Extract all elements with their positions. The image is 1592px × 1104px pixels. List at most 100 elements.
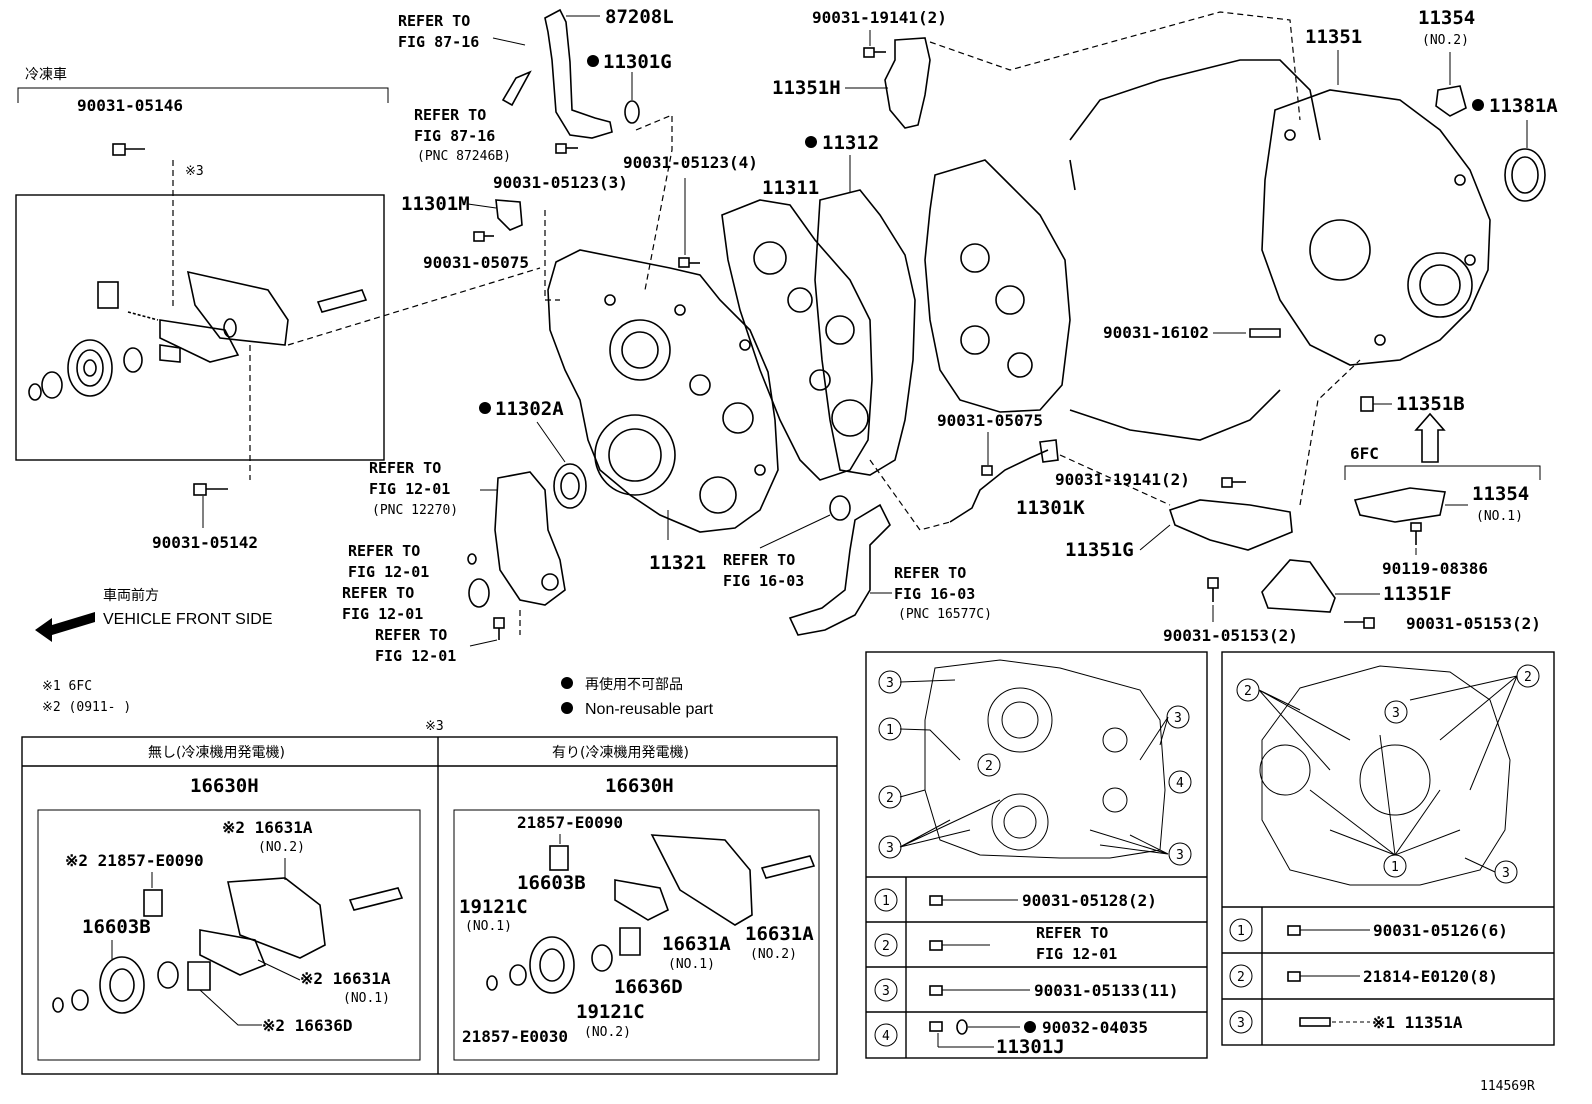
row-number: 2 <box>882 939 890 954</box>
part-87208L: 87208L <box>605 6 674 28</box>
refer-label: REFER TO <box>414 106 486 124</box>
non-reusable-dot <box>561 702 573 714</box>
bolt-icon <box>1207 577 1219 602</box>
bracket-icon <box>1168 499 1293 551</box>
part-19121C-no2-sub: (NO.2) <box>584 1025 631 1040</box>
refer-label: FIG 12-01 <box>342 605 423 623</box>
part-11351H: 11351H <box>772 77 841 99</box>
callout-number: 1 <box>1391 860 1399 875</box>
part-21857-E0090-b: 21857-E0090 <box>517 813 623 832</box>
part-11302A: 11302A <box>495 398 564 420</box>
pulley-icon <box>529 936 575 994</box>
part-19121C-no2: 19121C <box>576 1001 645 1023</box>
refer-label: REFER TO <box>894 564 966 582</box>
bolt-icon <box>473 231 494 242</box>
row-part: 90031-05128(2) <box>1022 891 1157 910</box>
group-bracket <box>1344 465 1541 480</box>
callout-number: 3 <box>886 676 894 691</box>
part-90031-05142: 90031-05142 <box>152 533 258 552</box>
part-16636D: ※2 16636D <box>262 1016 352 1035</box>
row-part: FIG 12-01 <box>1036 945 1117 963</box>
sensor-wire-icon <box>949 449 1049 523</box>
row-number-3 <box>874 978 898 1002</box>
front-cover-group: 11302A REFER TO FIG 12-01 (PNC 12270) RE… <box>342 398 587 665</box>
row-part: 90032-04035 <box>1042 1018 1148 1037</box>
note-3-marker-bottom: ※3 <box>425 719 444 734</box>
arrow-up-icon <box>1414 412 1446 463</box>
vehicle-front-en: VEHICLE FRONT SIDE <box>103 611 273 628</box>
pipe-icon <box>788 503 891 636</box>
part-11321: 11321 <box>649 552 706 574</box>
row-number: 1 <box>882 894 890 909</box>
bracket-icon <box>1261 559 1336 613</box>
row-part: 21814-E0120(8) <box>1363 967 1498 986</box>
bolt-icon <box>1344 617 1375 629</box>
callout <box>1166 705 1190 729</box>
part-90031-05153-2: 90031-05153(2) <box>1406 614 1541 633</box>
callout-number: 2 <box>886 791 894 806</box>
variant-header-without: 無し(冷凍機用発電機) <box>148 745 285 761</box>
flywheel-housing: 11351 11354 (NO.2) 11381A 90031-16102 11… <box>1103 7 1558 463</box>
part-90031-16102: 90031-16102 <box>1103 323 1209 342</box>
sensor-group: 90031-05075 11301K <box>869 411 1171 531</box>
row-number-1 <box>874 888 898 912</box>
refer-label: FIG 12-01 <box>369 480 450 498</box>
row-number-4 <box>874 1023 898 1047</box>
part-11354-no1-sub: (NO.1) <box>1476 509 1523 524</box>
shaft-icon <box>619 927 641 956</box>
part-11301G: 11301G <box>603 51 672 73</box>
part-19121C-no1: 19121C <box>459 896 528 918</box>
row-part: ※1 11351A <box>1372 1013 1463 1032</box>
part-16631A-no2: ※2 16631A <box>222 818 313 837</box>
assy-16630H: 16630H <box>190 775 259 797</box>
callout <box>1168 770 1192 794</box>
row-part: 90031-05126(6) <box>1373 921 1508 940</box>
vehicle-front-indicator: 車両前方 VEHICLE FRONT SIDE <box>35 587 273 642</box>
engine-block <box>924 59 1321 441</box>
refer-label: REFER TO <box>342 584 414 602</box>
refer-label: REFER TO <box>348 542 420 560</box>
pipe-icon <box>544 8 613 139</box>
non-reusable-dot <box>479 402 491 414</box>
callout-number: 3 <box>1502 866 1510 881</box>
callout-number: 3 <box>886 841 894 856</box>
non-reusable-dot <box>561 677 573 689</box>
stud-icon <box>1249 328 1281 338</box>
bolt-icon <box>929 895 943 906</box>
bolt-icon <box>1410 522 1422 545</box>
callout-number: 4 <box>1176 776 1184 791</box>
row-part: 90031-05133(11) <box>1034 981 1179 1000</box>
assy-16630H-b: 16630H <box>605 775 674 797</box>
bracket-icon <box>199 929 267 976</box>
row-number: 1 <box>1237 924 1245 939</box>
refer-label: FIG 16-03 <box>894 585 975 603</box>
vehicle-front-jp: 車両前方 <box>103 587 159 604</box>
bolt-table-front: 3 1 2 2 3 3 4 3 1 90031-05128(2) 2 REFER… <box>865 651 1208 1059</box>
part-90031-19141-2b: 90031-19141(2) <box>1055 470 1190 489</box>
variant-header-with: 有り(冷凍機用発電機) <box>552 745 689 761</box>
bolt-icon <box>555 143 578 154</box>
refer-label: REFER TO <box>723 551 795 569</box>
bracket-icon <box>614 879 669 921</box>
refer-label: FIG 16-03 <box>723 572 804 590</box>
bolt-icon <box>1221 477 1246 488</box>
spacer-icon <box>549 845 569 871</box>
oil-seal-icon <box>1504 148 1546 202</box>
row-number-2 <box>1229 964 1253 988</box>
row-part: REFER TO <box>1036 924 1108 942</box>
part-16631A-no1-sub: (NO.1) <box>343 991 390 1006</box>
part-11354-no2: 11354 <box>1418 7 1475 29</box>
part-16631A-no2-sub-b: (NO.2) <box>750 947 797 962</box>
oil-seal-icon <box>553 463 587 509</box>
refer-label: REFER TO <box>375 626 447 644</box>
row-number: 3 <box>1237 1016 1245 1031</box>
lower-right-brackets: 11351F 90031-05153(2) 11351G 90031-19141… <box>1055 359 1541 645</box>
gasket-icon <box>829 495 851 521</box>
bracket-icon <box>650 834 753 926</box>
note-1: ※1 6FC <box>42 679 92 694</box>
part-16631A-no1-b: 16631A <box>662 933 731 955</box>
bolt-icon <box>929 985 943 996</box>
refrigerated-group: 冷凍車 90031-05146 ※3 <box>15 66 541 552</box>
non-reusable-dot <box>1024 1021 1036 1033</box>
callout <box>1168 842 1192 866</box>
